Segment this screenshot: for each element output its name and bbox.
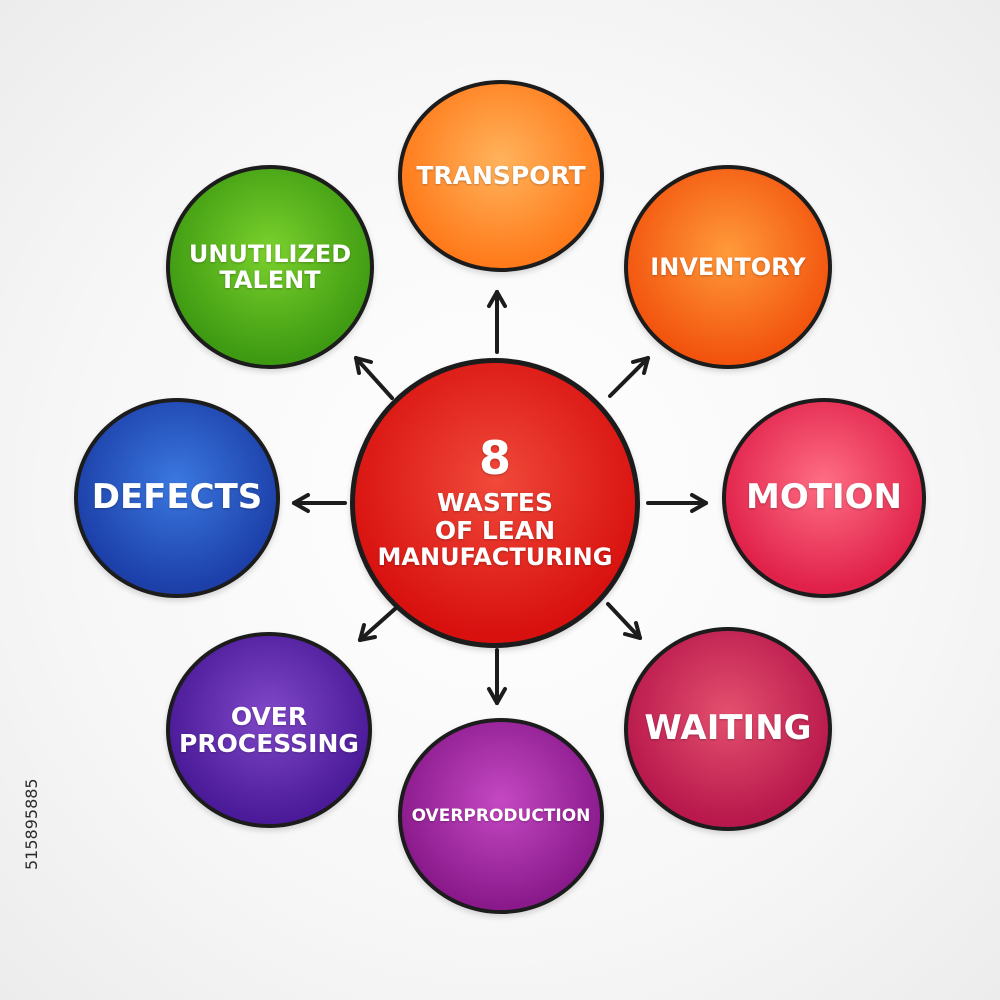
arrow-to-inventory — [608, 356, 650, 398]
arrow-to-transport — [487, 290, 507, 354]
arrow-to-defects — [292, 493, 347, 513]
arrow-to-motion — [646, 493, 708, 513]
waste-overproduction-label: OVERPRODUCTION — [411, 805, 591, 826]
center-line-2: OF LEAN — [434, 515, 556, 545]
center-line-3: MANUFACTURING — [377, 543, 613, 572]
waste-transport-label: TRANSPORT — [416, 161, 586, 191]
waste-unutilized-talent-label-2: TALENT — [219, 266, 321, 294]
center-hub: 8 WASTES OF LEAN MANUFACTURING — [350, 358, 640, 648]
arrow-to-over-processing — [358, 606, 398, 642]
waste-transport: TRANSPORT — [398, 80, 604, 272]
waste-unutilized-talent-label-1: UNUTILIZED — [188, 239, 352, 268]
arrow-to-overproduction — [487, 648, 507, 705]
waste-unutilized-talent: UNUTILIZED TALENT — [166, 165, 374, 369]
stock-image-id: 515895885 — [22, 778, 41, 870]
waste-defects: DEFECTS — [74, 398, 280, 598]
waste-inventory: INVENTORY — [624, 165, 832, 369]
waste-waiting-label: WAITING — [644, 708, 812, 749]
waste-over-processing: OVER PROCESSING — [166, 632, 372, 828]
arrow-to-waiting — [606, 602, 642, 640]
waste-over-processing-label-1: OVER — [230, 701, 308, 731]
waste-overproduction: OVERPRODUCTION — [398, 718, 604, 914]
center-number: 8 — [478, 431, 511, 486]
waste-inventory-label: INVENTORY — [650, 252, 806, 281]
arrow-to-unutilized-talent — [354, 356, 394, 400]
waste-motion: MOTION — [722, 398, 926, 598]
waste-motion-label: MOTION — [746, 477, 902, 518]
center-line-1: WASTES — [437, 488, 553, 518]
waste-waiting: WAITING — [624, 627, 832, 831]
waste-defects-label: DEFECTS — [91, 477, 263, 518]
waste-over-processing-label-2: PROCESSING — [179, 729, 359, 758]
